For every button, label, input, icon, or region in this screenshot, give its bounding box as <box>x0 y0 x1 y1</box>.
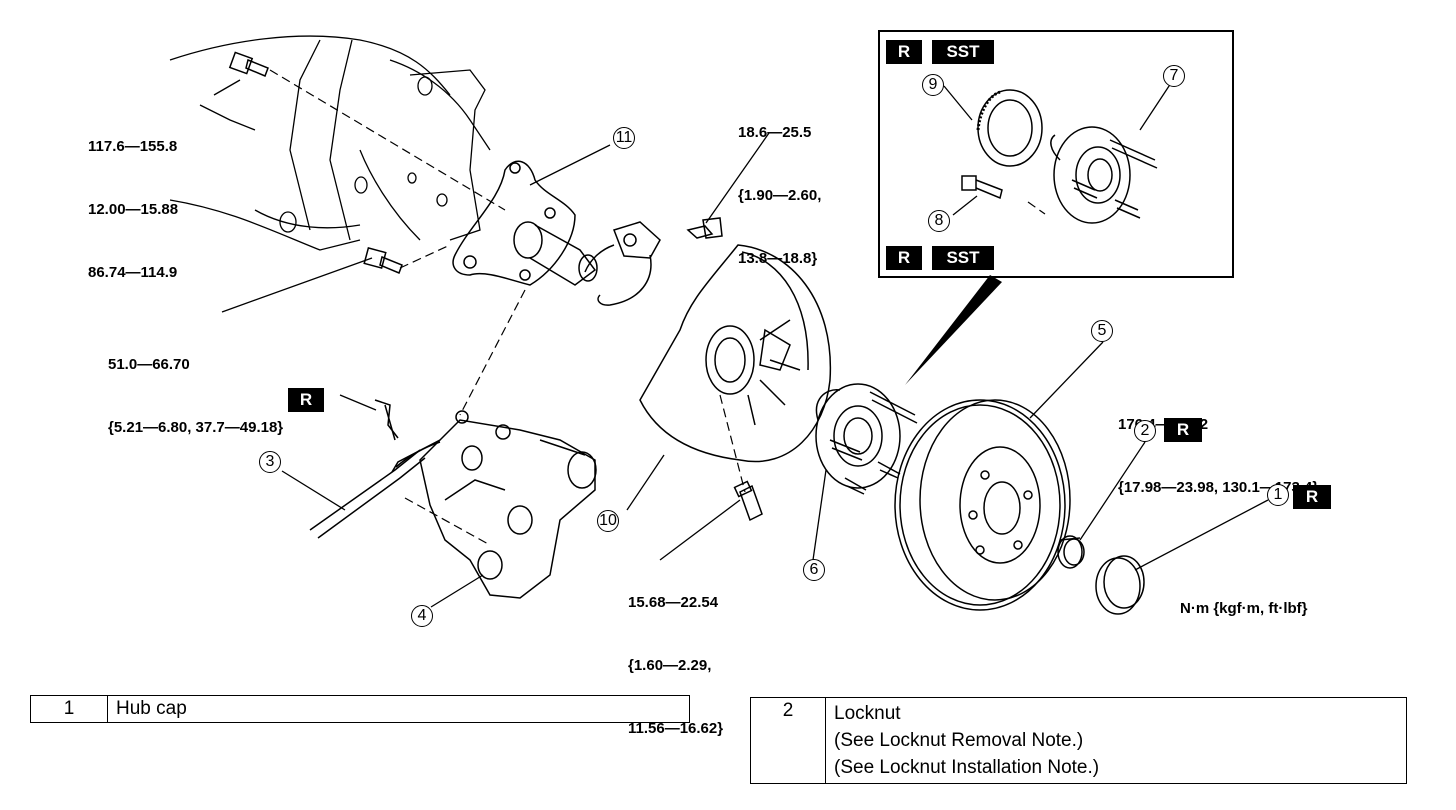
knuckle-icon <box>452 160 598 286</box>
inset-drawing <box>961 89 1158 224</box>
callout-10: 10 <box>597 510 619 532</box>
callout-9: 9 <box>922 74 944 96</box>
legend-description: Locknut (See Locknut Removal Note.) (See… <box>825 697 1407 784</box>
hub-bolt-icons <box>829 391 918 495</box>
torque-locknut: 176.4—235.2 {17.98—23.98, 130.1—173.4} <box>1118 416 1319 496</box>
vehicle-body-outline <box>169 35 491 251</box>
wheel-hub-icon <box>815 383 918 495</box>
locknut-icon <box>1057 535 1085 569</box>
abs-sensor-icon <box>584 217 723 306</box>
torque-knuckle-upper: 117.6—155.8 12.00—15.88 86.74—114.9 <box>88 138 179 281</box>
tag-sst-inset-bottom: SST <box>932 246 994 270</box>
inset-pointer <box>905 275 1002 385</box>
abs-rotor-icon <box>976 89 1043 167</box>
callout-4: 4 <box>411 605 433 627</box>
tag-replace-locknut: R <box>1164 418 1202 442</box>
dust-cover-bolt-icon <box>733 480 763 522</box>
table-row: 1 Hub cap <box>30 695 690 723</box>
tag-replace-clip: R <box>288 388 324 412</box>
knuckle-upper-bolt-icon <box>228 51 269 77</box>
brake-caliper-icon <box>419 410 597 599</box>
callout-1: 1 <box>1267 484 1289 506</box>
callout-3: 3 <box>259 451 281 473</box>
callout-leaders <box>213 79 1269 608</box>
tag-replace-inset-bottom: R <box>886 246 922 270</box>
legend-description: Hub cap <box>107 695 690 723</box>
tag-replace-inset-top: R <box>886 40 922 64</box>
callout-5: 5 <box>1091 320 1113 342</box>
assembly-leader-lines <box>269 69 1046 546</box>
unit-label: N·m {kgf·m, ft·lbf} <box>1180 600 1308 617</box>
torque-dust-cover: 15.68—22.54 {1.60—2.29, 11.56—16.62} <box>628 594 724 737</box>
tag-replace-hubcap: R <box>1293 485 1331 509</box>
dust-cover-icon <box>639 244 832 463</box>
brake-disc-icon <box>894 399 1071 611</box>
legend-table-hub-cap: 1 Hub cap <box>30 695 690 723</box>
legend-table-locknut: 2 Locknut (See Locknut Removal Note.) (S… <box>750 697 1407 784</box>
inset-bolt-icon <box>961 175 1003 200</box>
hub-cap-icon <box>1095 555 1145 615</box>
legend-number: 1 <box>30 695 108 723</box>
torque-knuckle-lower: 51.0—66.70 {5.21—6.80, 37.7—49.18} <box>108 356 284 436</box>
parking-brake-cable-icon <box>309 399 441 539</box>
callout-2: 2 <box>1134 420 1156 442</box>
bearing-inset-box: R SST R SST <box>878 30 1234 278</box>
legend-number: 2 <box>750 697 826 784</box>
inset-hub-icon <box>1050 126 1158 224</box>
torque-abs-sensor: 18.6—25.5 {1.90—2.60, 13.8—18.8} <box>738 124 822 267</box>
callout-7: 7 <box>1163 65 1185 87</box>
tag-sst-inset-top: SST <box>932 40 994 64</box>
callout-6: 6 <box>803 559 825 581</box>
callout-11: 11 <box>613 127 635 149</box>
callout-8: 8 <box>928 210 950 232</box>
table-row: 2 Locknut (See Locknut Removal Note.) (S… <box>750 697 1407 784</box>
knuckle-lower-bolt-icon <box>363 247 403 274</box>
